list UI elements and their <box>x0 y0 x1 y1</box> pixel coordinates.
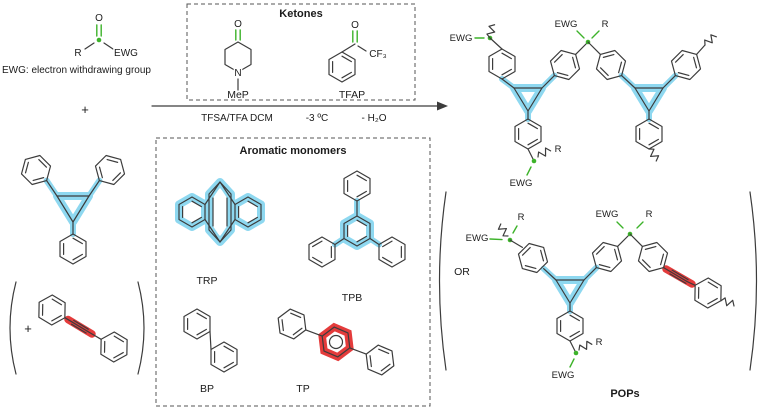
ewg-definition-text: EWG: electron withdrawing group <box>2 65 151 76</box>
aromatic-monomers-box: Aromatic monomers TRP <box>155 137 431 407</box>
ewg-label: EWG <box>466 233 489 244</box>
pops-repeat-unit-structure: OR EWG R EWG R <box>438 191 758 400</box>
bp-structure: BP <box>183 308 238 395</box>
ewg-label: EWG <box>596 209 619 220</box>
r-group-label: R <box>596 337 603 348</box>
oxygen-label: O <box>351 20 359 31</box>
reaction-byproduct: - H₂O <box>362 113 387 124</box>
or-label: OR <box>454 266 470 278</box>
oxygen-label: O <box>234 19 242 30</box>
reaction-arrow: TFSA/TFA DCM -3 ºC - H₂O <box>151 101 448 124</box>
mep-name-label: MeP <box>227 89 249 101</box>
tp-structure: TP <box>272 305 400 395</box>
cf3-label: CF₃ <box>369 49 386 60</box>
plus-sign: + <box>24 321 32 336</box>
reaction-reagents: TFSA/TFA DCM <box>201 113 273 124</box>
ewg-label: EWG <box>552 370 575 381</box>
trp-name-label: TRP <box>197 275 218 287</box>
bp-name-label: BP <box>200 383 214 395</box>
tfap-name-label: TFAP <box>339 89 365 101</box>
r-group-label: R <box>646 209 653 220</box>
r-group-label: R <box>555 144 562 155</box>
mep-structure: O N MeP <box>224 18 252 101</box>
monomers-box-title: Aromatic monomers <box>240 145 347 157</box>
ketones-box-title: Ketones <box>279 8 322 20</box>
tpb-structure: TPB <box>301 170 413 304</box>
tp-name-label: TP <box>296 383 309 395</box>
r-group-label: R <box>518 212 525 223</box>
plus-sign: + <box>81 102 89 117</box>
tpb-name-label: TPB <box>342 292 362 304</box>
pops-label: POPs <box>610 388 639 400</box>
reaction-temperature: -3 ºC <box>306 113 329 124</box>
nitrogen-label: N <box>234 68 241 79</box>
ewg-label: EWG <box>450 33 473 44</box>
oxygen-label: O <box>95 13 103 24</box>
ewg-label: EWG <box>114 48 138 59</box>
ewg-label: EWG <box>555 19 578 30</box>
polymer-network-structure: EWG EWG R R EWG <box>448 18 719 191</box>
ketones-box: Ketones O N MeP O CF₃ TFAP <box>186 3 416 101</box>
tfap-structure: O CF₃ TFAP <box>328 19 388 101</box>
diphenylacetylene-structure: + <box>9 281 145 375</box>
triphenyl-cyclopropane-structure <box>15 149 131 265</box>
r-group-label: R <box>74 48 81 59</box>
r-group-label: R <box>602 19 609 30</box>
trp-structure: TRP <box>175 178 265 287</box>
generic-ketone-structure: O R EWG <box>73 12 140 61</box>
ewg-label: EWG <box>510 178 533 189</box>
